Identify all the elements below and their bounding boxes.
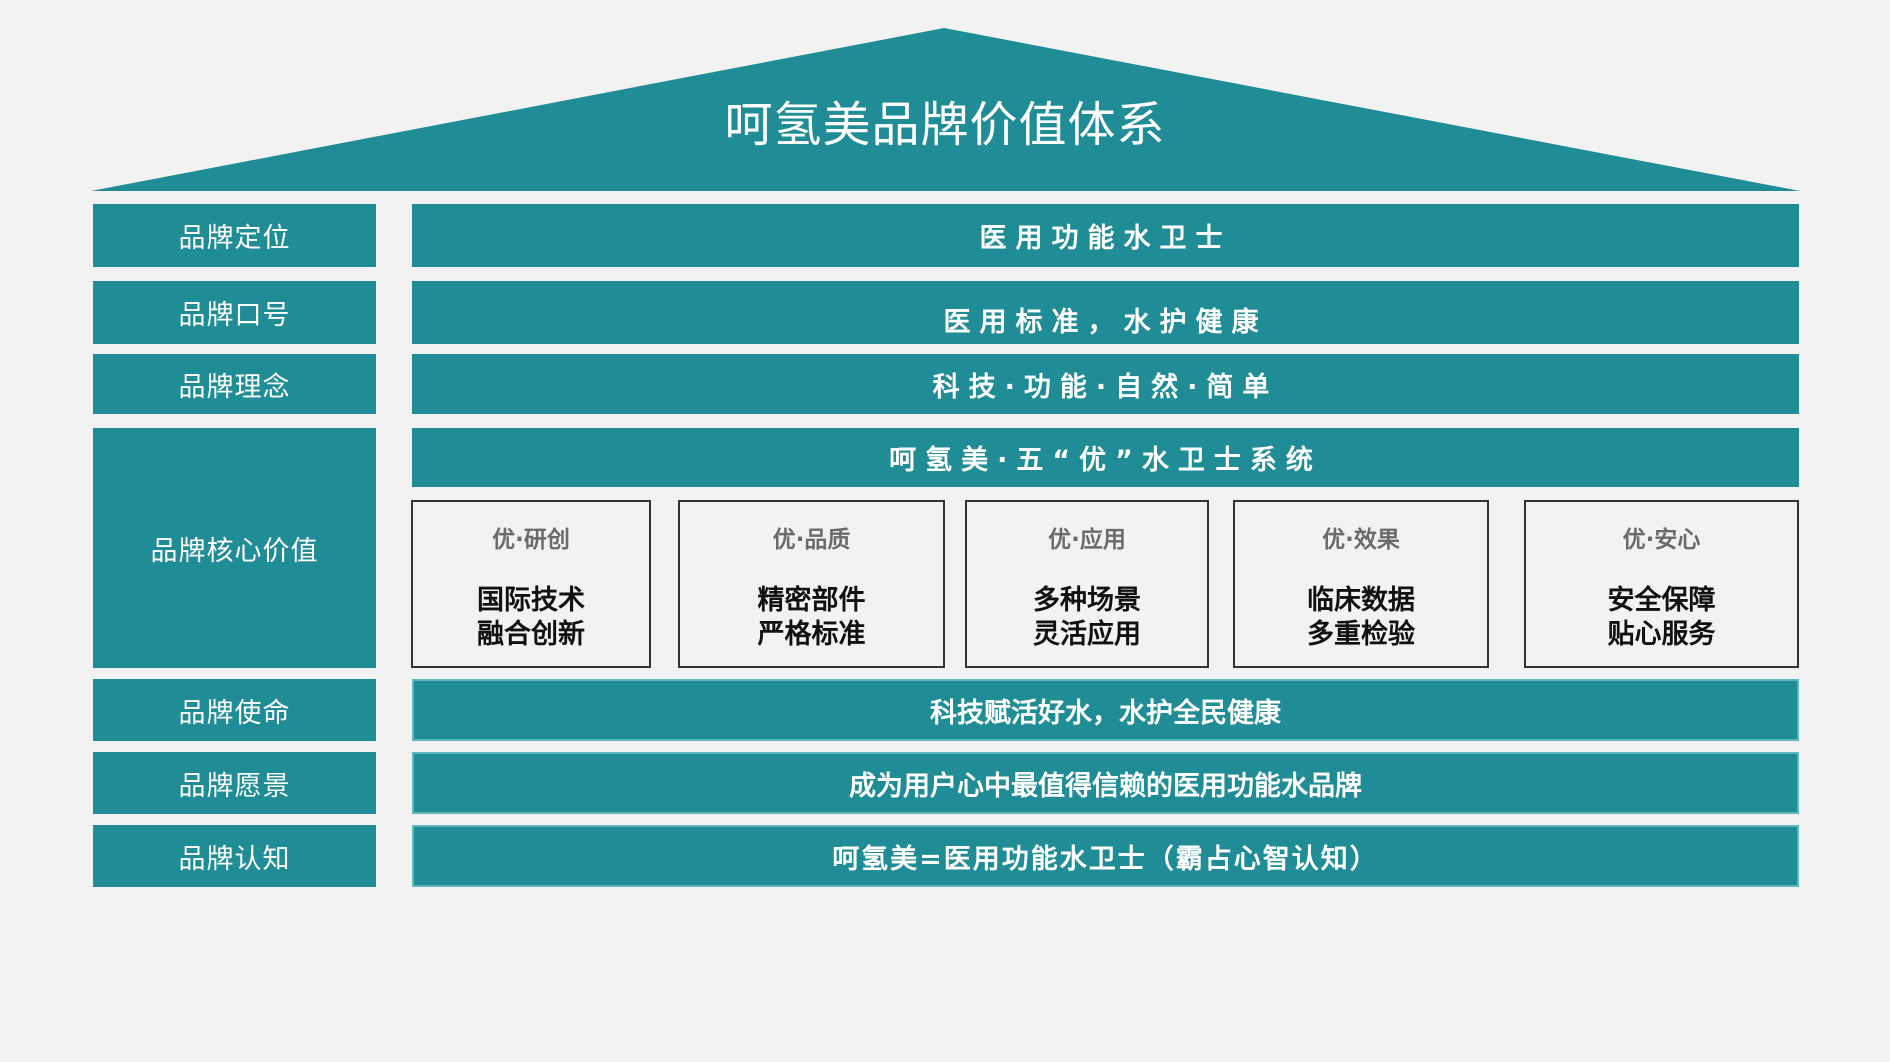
value-card: 优·安心 安全保障 贴心服务 [1524,500,1799,668]
label-brand-cognition: 品牌认知 [93,825,376,887]
bar-brand-vision: 成为用户心中最值得信赖的医用功能水品牌 [412,752,1799,814]
value-card-line: 贴心服务 [1607,619,1716,650]
value-card-head: 优·研创 [492,527,570,553]
label-brand-vision: 品牌愿景 [93,752,376,814]
label-brand-slogan: 品牌口号 [93,281,376,344]
label-brand-positioning: 品牌定位 [93,204,376,267]
label-brand-philosophy: 品牌理念 [93,354,376,414]
value-card-line: 国际技术 [477,585,585,616]
roof-shape [91,28,1800,191]
page-title: 呵氢美品牌价值体系 [724,97,1166,153]
value-card: 优·研创 国际技术 融合创新 [411,500,651,668]
value-card-line: 灵活应用 [1033,619,1141,650]
value-card-line: 多种场景 [1033,585,1141,616]
bar-brand-cognition: 呵氢美=医用功能水卫士（霸占心智认知） [412,825,1799,887]
value-card: 优·效果 临床数据 多重检验 [1233,500,1489,668]
value-card: 优·应用 多种场景 灵活应用 [965,500,1209,668]
bar-brand-mission: 科技赋活好水，水护全民健康 [412,679,1799,741]
bar-brand-positioning: 医用功能水卫士 [412,204,1799,267]
bar-brand-slogan: 医用标准，水护健康 [412,281,1799,344]
value-card: 优·品质 精密部件 严格标准 [678,500,945,668]
value-card-head: 优·效果 [1322,527,1400,553]
value-card-head: 优·应用 [1048,527,1126,553]
value-card-line: 安全保障 [1607,585,1716,616]
label-brand-core-value: 品牌核心价值 [93,428,376,668]
value-card-line: 严格标准 [757,619,866,650]
value-card-head: 优·安心 [1622,527,1701,553]
value-card-line: 精密部件 [757,585,866,616]
bar-brand-philosophy: 科技·功能·自然·简单 [412,354,1799,414]
bar-core-value-system: 呵氢美·五“优”水卫士系统 [412,428,1799,487]
value-card-line: 融合创新 [477,619,585,650]
value-card-line: 临床数据 [1307,585,1415,616]
label-brand-mission: 品牌使命 [93,679,376,741]
value-card-head: 优·品质 [772,527,851,553]
value-card-line: 多重检验 [1307,619,1415,650]
